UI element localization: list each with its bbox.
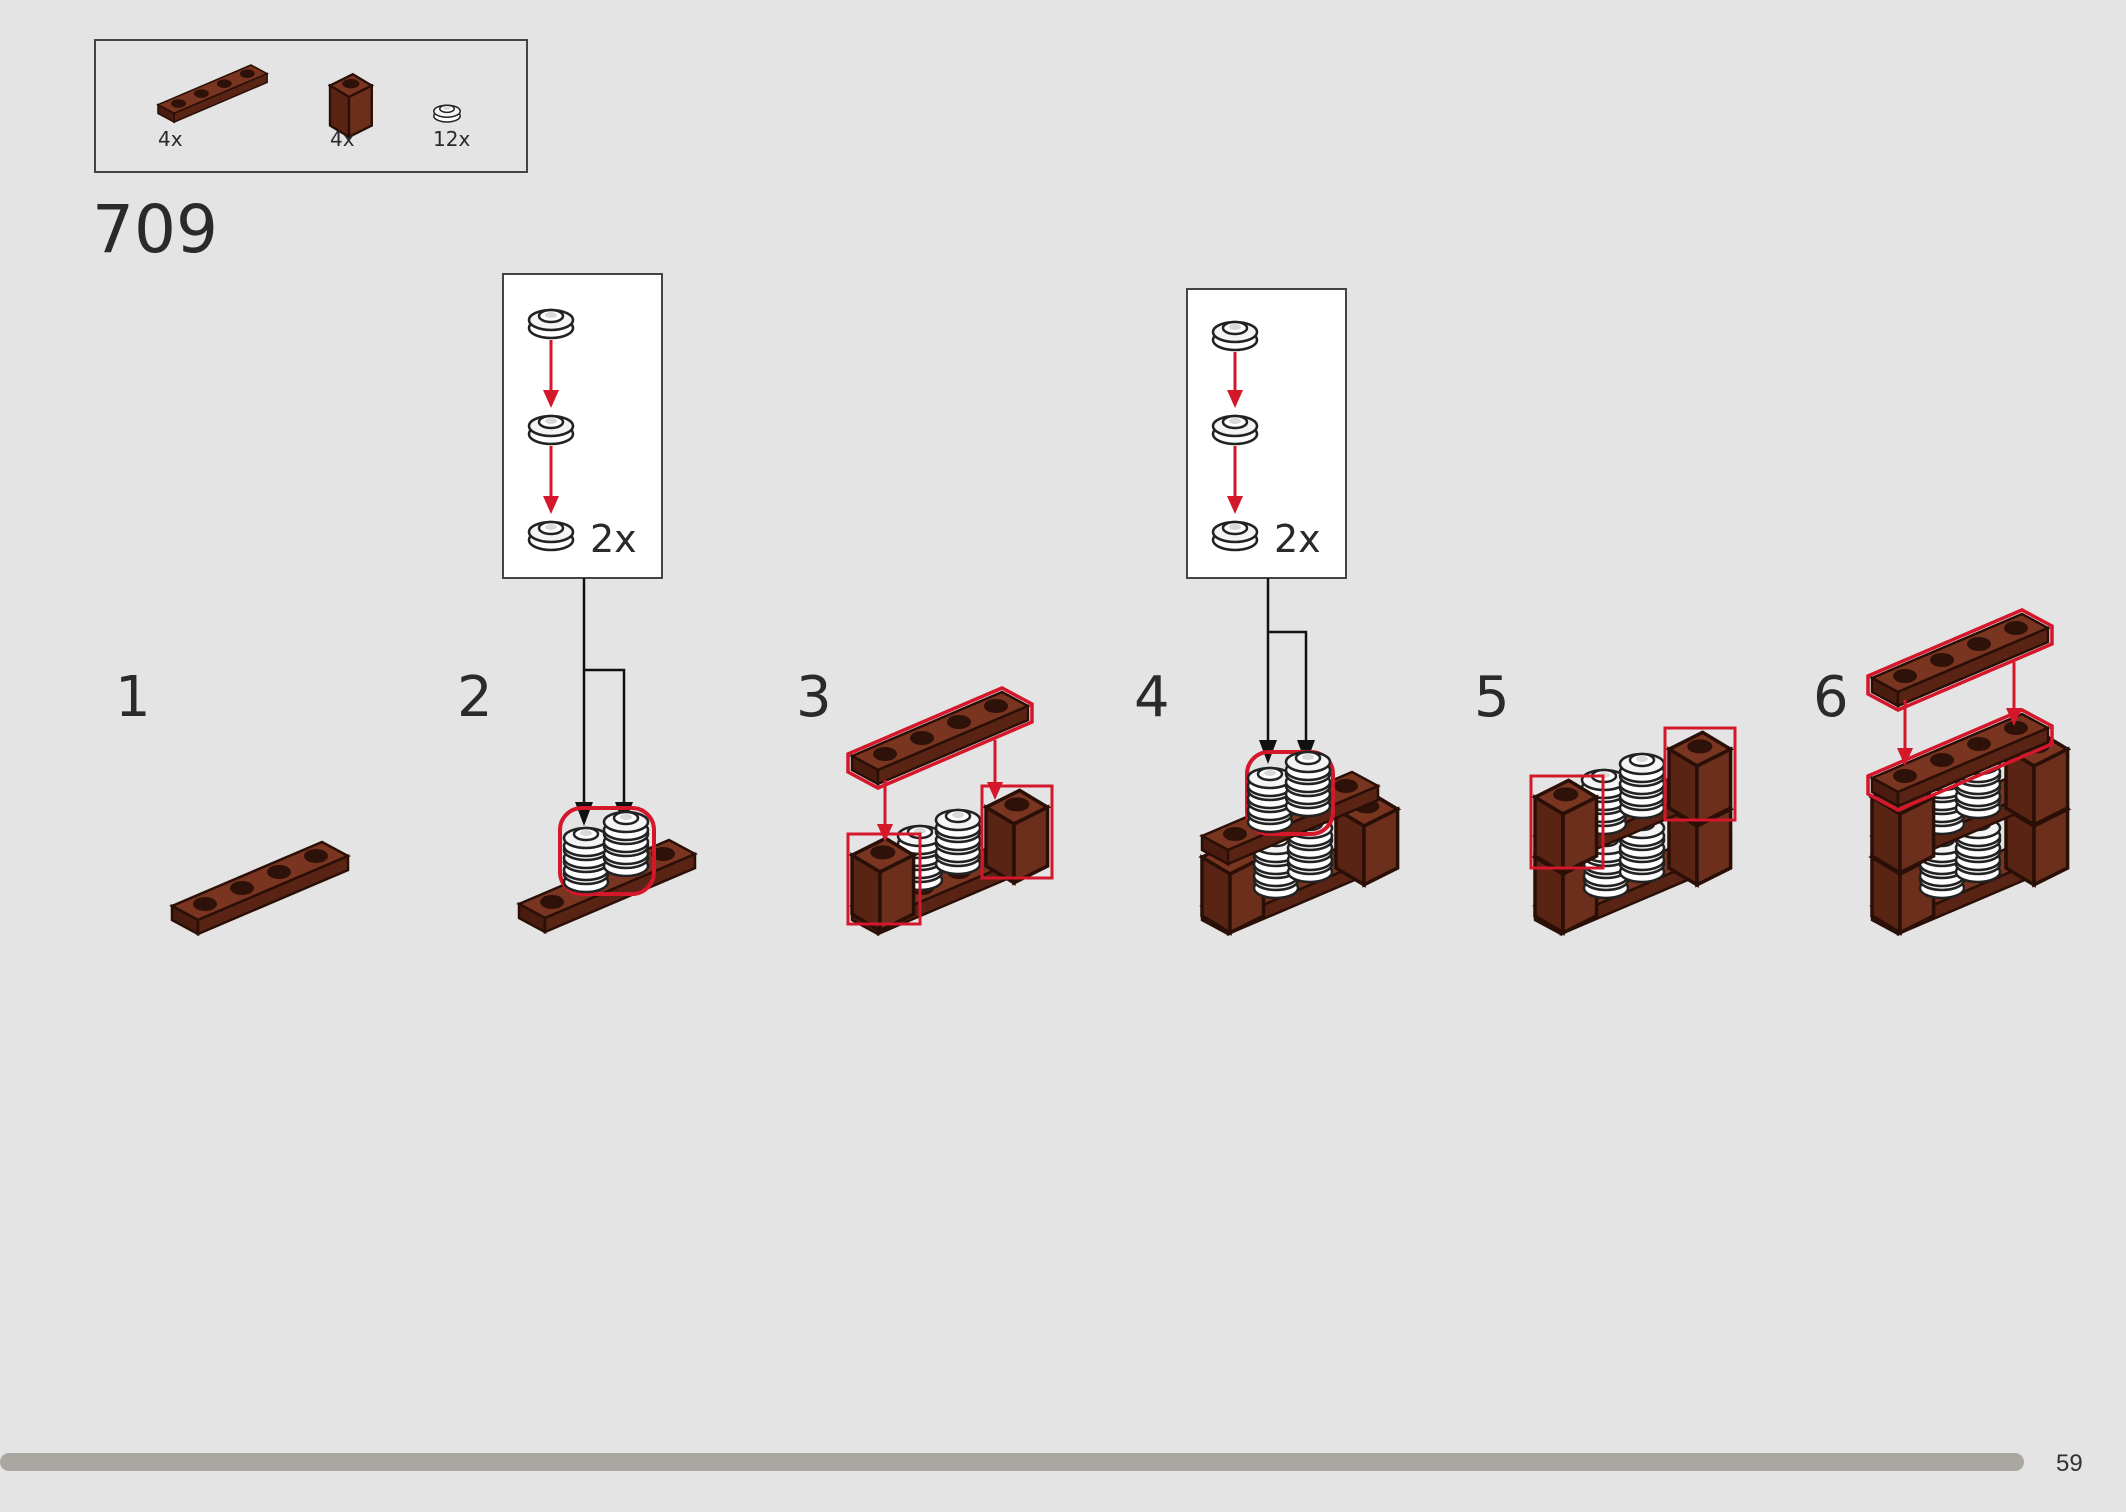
step-1-model	[170, 840, 350, 936]
highlighted-bricks	[1529, 726, 1737, 875]
step-6-model	[1866, 608, 2070, 936]
part-plate-1x4-icon	[157, 64, 268, 123]
step-number-3: 3	[796, 665, 832, 730]
step-number-4: 4	[1134, 665, 1170, 730]
step-4-model	[1200, 750, 1400, 936]
highlighted-stacks	[1245, 750, 1335, 836]
step-number-5: 5	[1474, 665, 1510, 730]
step-group-number: 709	[92, 191, 218, 268]
callout-multiplier: 2x	[1274, 517, 1321, 561]
callout-multiplier: 2x	[590, 517, 637, 561]
part-qty-round: 12x	[433, 127, 470, 151]
part-qty-brick: 4x	[330, 127, 355, 151]
highlighted-top-plate	[846, 686, 1034, 790]
part-qty-plate: 4x	[158, 127, 183, 151]
step-3-model	[846, 686, 1054, 936]
step-number-2: 2	[457, 665, 493, 730]
highlighted-stacks	[558, 806, 656, 896]
callout-box-b: 2x	[1186, 288, 1347, 579]
connector-lines-a	[575, 578, 633, 826]
part-round-plate-icon	[433, 104, 461, 123]
step-2-model	[517, 806, 697, 934]
progress-bar	[0, 1453, 2024, 1471]
red-arrow-icon	[877, 740, 1003, 842]
connector-lines-b	[1259, 578, 1315, 764]
red-arrow-icon	[543, 340, 559, 514]
page-number: 59	[2056, 1450, 2083, 1477]
callout-box-a: 2x	[502, 273, 663, 579]
red-arrow-icon	[1227, 352, 1243, 514]
step-5-model	[1529, 726, 1737, 936]
step-number-6: 6	[1813, 665, 1849, 730]
parts-list: 4x 4x 12x	[94, 39, 528, 173]
highlighted-top-plate	[1866, 608, 2054, 712]
step-number-1: 1	[115, 665, 151, 730]
red-arrow-icon	[1897, 662, 2022, 766]
highlighted-frame-plate	[1866, 708, 2054, 812]
